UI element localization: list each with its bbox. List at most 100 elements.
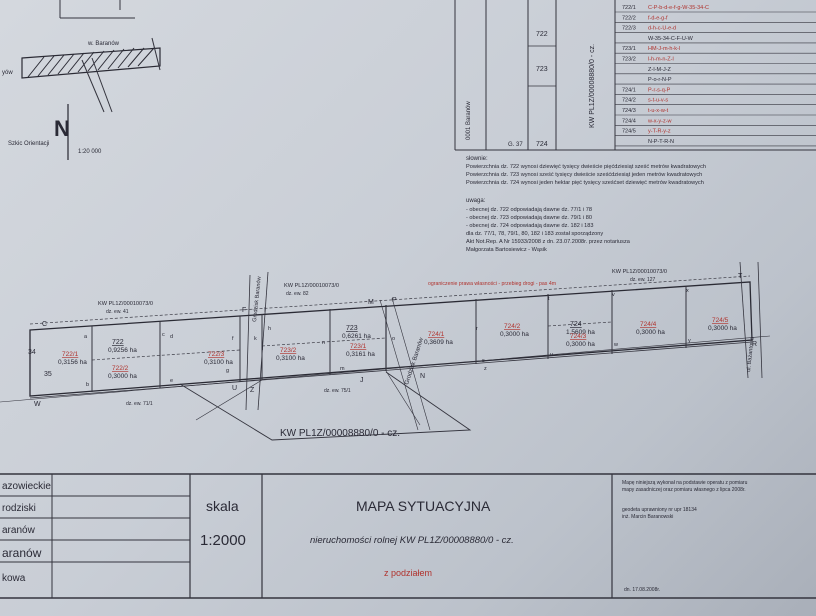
survey-point-label: l [262,346,263,352]
survey-point-label: n [322,340,325,346]
register-points: Z-I-M-J-Z [648,67,672,73]
register-points: HM-J-m-h-k-l [648,46,680,52]
register-plot-no: 724/2 [622,98,636,104]
cert-line: geodeta uprawniony nr upr 18134 [622,507,697,513]
survey-point-label: z [484,366,487,372]
survey-point-label: Z [250,387,255,394]
register-kw-label: KW PL1Z/00008880/0 - cz. [589,44,596,128]
survey-point-label: 34 [28,349,36,356]
area-line-723: Powierzchnia dz. 723 wynosi sześć tysięc… [466,172,702,178]
survey-point-label: u [550,352,553,358]
easement-note: ograniczenie prawa własności - przebieg … [428,281,556,287]
parcel-area: 0,3000 ha [500,331,529,338]
register-points: w-x-y-z-w [647,118,672,124]
parcel-area: 0,3609 ha [424,339,453,346]
parcel-number: 723/1 [350,343,367,350]
survey-point-label: f [232,336,234,342]
survey-point-label: y [688,338,691,344]
survey-point-label: g [226,368,229,374]
locator-left-fragment: yów [2,70,13,76]
map-title: MAPA SYTUACYJNA [356,498,491,514]
register-points: y-T-R-y-z [648,129,671,135]
survey-point-label: W [34,401,41,408]
admin-precinct: aranów [2,546,42,560]
register-plot-no: 722/3 [622,26,636,32]
parcel-number: 724/2 [504,323,521,330]
register-points: N-P-T-R-N [648,139,674,145]
parcel-number: 722/1 [62,351,79,358]
register-points: P-r-s-q-P [648,87,671,93]
survey-point-label: h [268,326,271,332]
parcel-number: 724/3 [570,333,587,340]
notes-heading: słownie: [466,156,488,162]
parcel-area: 0,9256 ha [108,347,137,354]
parcel-area: 1,5609 ha [566,329,595,336]
survey-point-label: P [392,297,397,304]
register-points: d-h-c-U-e-d [648,26,676,32]
parcel-number: 724/5 [712,317,729,324]
remark-line: - obecnej dz. 722 odpowiadają dawne dz. … [466,207,592,213]
road-hatch [21,47,161,79]
register-points: P-o-r-N-P [648,77,672,83]
strip-outline [29,281,753,397]
survey-point-label: v [612,292,615,298]
cert-line: mapy zasadniczej oraz pomiaru własnego z… [622,487,746,493]
survey-point-label: b [86,382,89,388]
dz-label: dz. ew. 71/1 [126,401,153,407]
parcel-strip: KW PL1Z/00010073/0 dz. ew. 82 KW PL1Z/00… [0,261,771,441]
scale-value: 1:2000 [200,532,246,549]
survey-point-label: m [340,366,345,372]
register-points: l-h-m-n-Z-l [648,57,674,63]
kw-right-label: KW PL1Z/00010073/0 [612,269,667,275]
remark-line: - obecnej dz. 723 odpowiadają dawne dz. … [466,215,592,221]
remark-line: - obecnej dz. 724 odpowiadają dawne dz. … [466,223,594,229]
dz-label: dz. ew. 41 [106,309,129,315]
dz-label: dz. ew. 75/1 [324,388,351,394]
parcel-area: 0,3161 ha [346,351,375,358]
map-subtitle: nieruchomości rolnej KW PL1Z/00008880/0 … [310,535,514,546]
parcel-number: 723 [346,325,358,332]
kw-left-label: KW PL1Z/00010073/0 [98,301,153,307]
parcel-area: 0,3000 ha [708,325,737,332]
parcel-area: 0,3000 ha [636,329,665,336]
register-plot-724: 724 [536,141,548,148]
survey-point-label: e [170,378,173,384]
register-points: f-d-e-g-f [648,15,668,21]
scale-label: skala [206,498,239,514]
admin-voivodeship: azowieckie [2,481,51,492]
survey-point-label: U [232,385,237,392]
register-plot-no: 724/4 [622,118,636,124]
register-plot-no: 722/2 [622,15,636,21]
cert-date: dn. 17.08.2008r. [624,587,660,593]
register-points: W-35-34-C-F-U-W [648,36,694,42]
register-table: 722 723 724 G. 37 0001 Baranów KW PL1Z/0… [454,0,816,151]
survey-point-label: t [548,296,550,302]
parcel-number: 724/4 [640,321,657,328]
area-line-722: Powierzchnia dz. 722 wynosi dziewięć tys… [466,164,706,170]
parcel-number: 722/2 [112,365,129,372]
survey-point-label: s [482,358,485,364]
survey-point-label: N [420,373,425,380]
register-sheet-label: G. 37 [508,142,523,148]
survey-point-label: x [686,288,689,294]
survey-point-label: I [264,307,266,314]
register-plot-723: 723 [536,66,548,73]
parcel-area: 0,3156 ha [58,359,87,366]
survey-point-label: r [476,326,478,332]
survey-point-label: F [242,307,246,314]
register-plot-no: 723/2 [622,57,636,63]
remark-line: Małgorzata Bartosiewicz - Wąsik [466,247,547,253]
remark-heading: uwaga: [466,198,486,204]
register-points: C-P-b-d-e-f-g-W-35-34-C [648,5,709,11]
parcel-number: 722/3 [208,351,225,358]
survey-point-label: o [392,336,395,342]
register-plot-no: 724/5 [622,129,636,135]
register-plot-722: 722 [536,31,548,38]
parcel-area: 0,3100 ha [276,355,305,362]
cert-line: inż. Marcin Baranowski [622,514,673,520]
parcel-number: 722 [112,339,124,346]
parcel-number: 724 [570,321,582,328]
parcel-number: 723/2 [280,347,297,354]
